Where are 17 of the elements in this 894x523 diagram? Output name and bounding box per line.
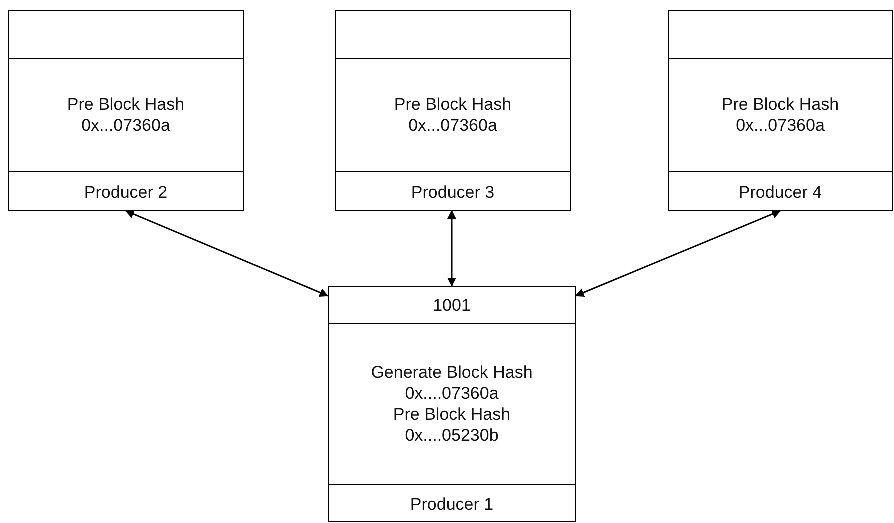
block-box xyxy=(8,10,244,211)
block-text: Pre Block Hash 0x...07360a xyxy=(393,94,513,136)
block-box xyxy=(328,286,576,522)
block-text: Generate Block Hash 0x....07360a xyxy=(370,362,534,404)
block-text: Producer 2 xyxy=(84,182,168,202)
block-text: Producer 4 xyxy=(738,182,822,202)
block-box xyxy=(335,10,571,211)
double-arrow xyxy=(448,210,456,287)
block-text: Pre Block Hash 0x...07360a xyxy=(66,94,186,136)
block-text: Producer 3 xyxy=(411,182,495,202)
double-arrow xyxy=(125,210,329,297)
block-text: Pre Block Hash 0x...07360a xyxy=(720,94,840,136)
block-text: Producer 1 xyxy=(410,494,494,514)
double-arrow xyxy=(575,210,782,298)
block-text: Pre Block Hash 0x....05230b xyxy=(392,404,512,446)
block-box xyxy=(668,10,893,211)
block-text: 1001 xyxy=(433,294,471,316)
